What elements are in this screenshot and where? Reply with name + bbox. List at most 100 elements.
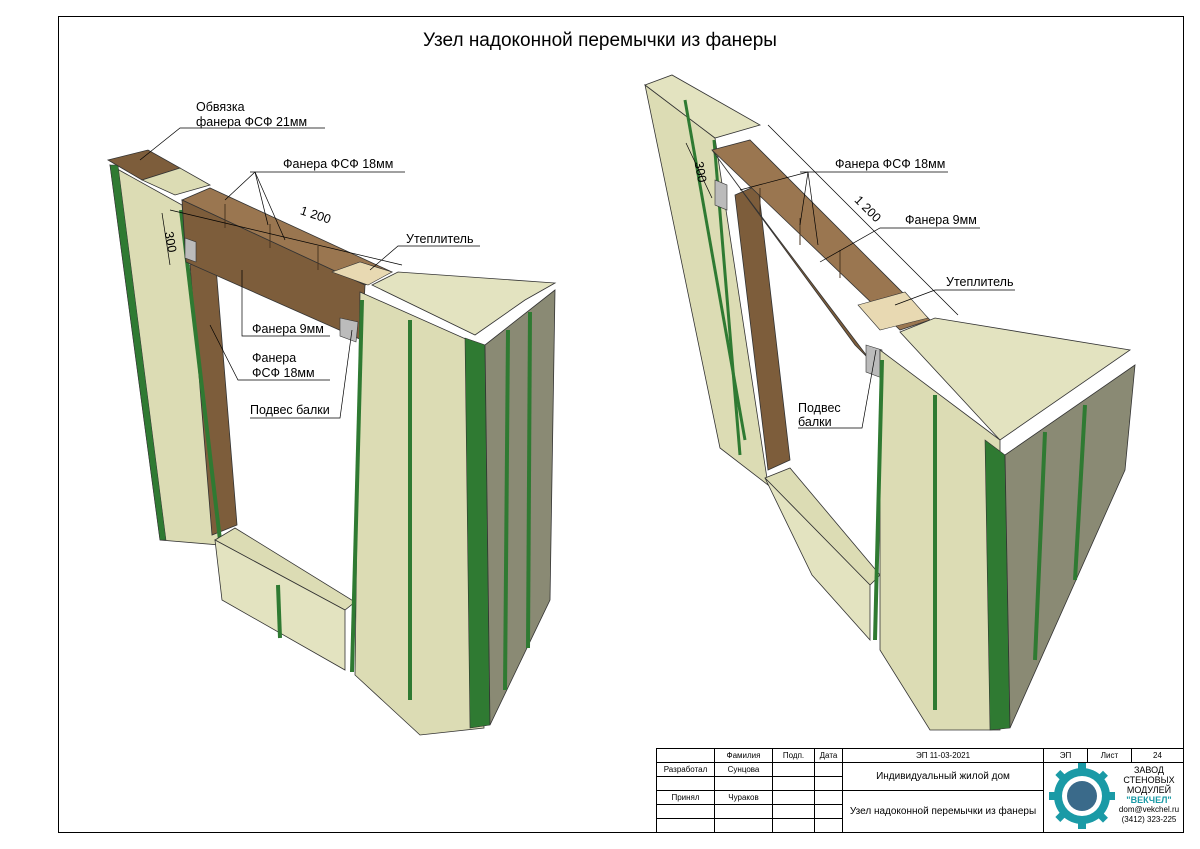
leader-hanger: [250, 329, 353, 419]
leader-fanera18-c: [254, 171, 286, 241]
stamp-empty-row-5a: [656, 818, 715, 833]
stamp-head-0: [656, 748, 715, 763]
leader-fanera9: [241, 270, 330, 337]
leader-fanera18b: [209, 324, 330, 381]
right-top-plate-right: [899, 317, 1132, 441]
left-green-strip-6: [526, 311, 532, 649]
stamp-empty-row-2a: [656, 776, 715, 791]
label-hanger-right-2: балки: [798, 415, 832, 429]
right-wall-panel-right: [879, 349, 1001, 731]
right-window-stud: [734, 184, 791, 471]
stamp-sign-developer: [772, 762, 815, 777]
label-hanger-right-1: Подвес: [798, 401, 841, 415]
company-line-1: ЗАВОД: [1133, 765, 1165, 775]
leader-right-insulation: [894, 289, 1015, 306]
left-green-strip-1: [179, 209, 222, 541]
stamp-empty-row-5d: [814, 818, 843, 833]
stamp-empty-row-5c: [772, 818, 815, 833]
company-info: ЗАВОД СТЕНОВЫХ МОДУЛЕЙ "ВЕКЧЕЛ" dom@vekc…: [1046, 764, 1182, 832]
label-fanera9-left: Фанера 9мм: [252, 322, 324, 336]
right-green-strip-3: [873, 359, 884, 641]
stamp-head-surname: Фамилия: [714, 748, 773, 763]
stamp-date-developer: [814, 762, 843, 777]
stamp-project: Индивидуальный жилой дом: [842, 762, 1044, 791]
left-hanger-bracket-2: [184, 237, 197, 263]
company-line-3: МОДУЛЕЙ: [1126, 785, 1172, 795]
stamp-head-date: Дата: [814, 748, 843, 763]
left-wall-top-strip: [140, 167, 212, 196]
drawing-frame: [58, 16, 1184, 833]
leader-right-fanera18-b: [799, 171, 809, 226]
dim-300-left: [161, 212, 171, 266]
stamp-doc-code: ЭП 11-03-2021: [842, 748, 1044, 763]
drawing-title: Узел надоконной перемычки из фанеры: [423, 30, 777, 51]
label-fanera9-right: Фанера 9мм: [905, 213, 977, 227]
stamp-sheet-label: Лист: [1087, 748, 1132, 763]
right-sill-face: [764, 477, 871, 642]
leader-right-fanera18-c: [807, 171, 819, 246]
stamp-date-approver: [814, 790, 843, 805]
right-wall-panel-left-top: [644, 74, 762, 139]
stamp-name-developer: Сунцова: [714, 762, 773, 777]
right-hanger-bracket-2: [714, 179, 728, 211]
left-top-plate-right: [371, 271, 557, 336]
leader-obvyazka: [139, 127, 325, 161]
company-phone: (3412) 323-225: [1121, 815, 1177, 824]
left-green-strip-2: [276, 584, 282, 639]
label-obvyazka-1: Обвязка: [196, 100, 245, 114]
leader-right-hanger: [798, 349, 877, 429]
leader-fanera18-a: [224, 171, 256, 201]
company-line-2: СТЕНОВЫХ: [1123, 775, 1175, 785]
leader-fanera18-b: [254, 171, 269, 226]
stamp-empty-row-2d: [814, 776, 843, 791]
stamp-logo-area: [1043, 762, 1184, 833]
dim-300-right: [685, 142, 713, 199]
stamp-empty-row-4b: [714, 804, 773, 819]
title-block: Фамилия Подп. Дата ЭП 11-03-2021 ЭП Лист…: [656, 748, 1184, 833]
company-brand: "ВЕКЧЕЛ": [1126, 795, 1172, 805]
label-fanera18-right: Фанера ФСФ 18мм: [835, 157, 946, 171]
right-leaders: [685, 124, 1015, 429]
leader-right-fanera9: [819, 227, 980, 263]
label-insulation-right: Утеплитель: [946, 275, 1014, 289]
stamp-role-developer: Разработал: [656, 762, 715, 777]
label-hanger-left: Подвес балки: [250, 403, 330, 417]
company-email[interactable]: dom@vekchel.ru: [1118, 805, 1180, 814]
right-green-strip-5: [1033, 431, 1047, 661]
dim-1200-left: [169, 209, 403, 266]
stamp-empty-row-4d: [814, 804, 843, 819]
left-insulation: [331, 261, 393, 286]
right-wall-assembly: [644, 74, 1136, 731]
left-wall-panel-right: [354, 291, 485, 736]
stamp-role-approver: Принял: [656, 790, 715, 805]
stamp-head-signature: Подп.: [772, 748, 815, 763]
stamp-empty-row-4c: [772, 804, 815, 819]
left-green-strip-5: [503, 329, 510, 691]
label-fanera18-left: Фанера ФСФ 18мм: [283, 157, 394, 171]
left-return-panel: [484, 289, 556, 726]
left-leaders: [139, 127, 480, 419]
left-wall-assembly: [106, 149, 557, 736]
dim-1200-right: [767, 124, 959, 316]
stamp-empty-row-4a: [656, 804, 715, 819]
stamp-empty-row-5b: [714, 818, 773, 833]
left-wall-panel-left-edge: [109, 164, 167, 541]
left-green-strip-3: [350, 299, 364, 673]
stamp-empty-row-2b: [714, 776, 773, 791]
label-fanera18b-left-2: ФСФ 18мм: [252, 366, 315, 380]
stamp-sheet-number: 24: [1131, 748, 1184, 763]
leader-right-fanera18-a: [739, 171, 809, 191]
leader-insulation: [369, 245, 480, 271]
stamp-sign-approver: [772, 790, 815, 805]
stamp-empty-row-2c: [772, 776, 815, 791]
right-green-strip-6: [1073, 404, 1087, 581]
stamp-name-approver: Чураков: [714, 790, 773, 805]
stamp-stage-label: ЭП: [1043, 748, 1088, 763]
right-insulation: [857, 291, 929, 331]
stamp-sheet-title: Узел надоконной перемычки из фанеры: [842, 790, 1044, 833]
label-obvyazka-2: фанера ФСФ 21мм: [196, 115, 308, 129]
label-fanera18b-left-1: Фанера: [252, 351, 297, 365]
left-hanger-bracket: [339, 317, 359, 343]
label-insulation-left: Утеплитель: [406, 232, 474, 246]
